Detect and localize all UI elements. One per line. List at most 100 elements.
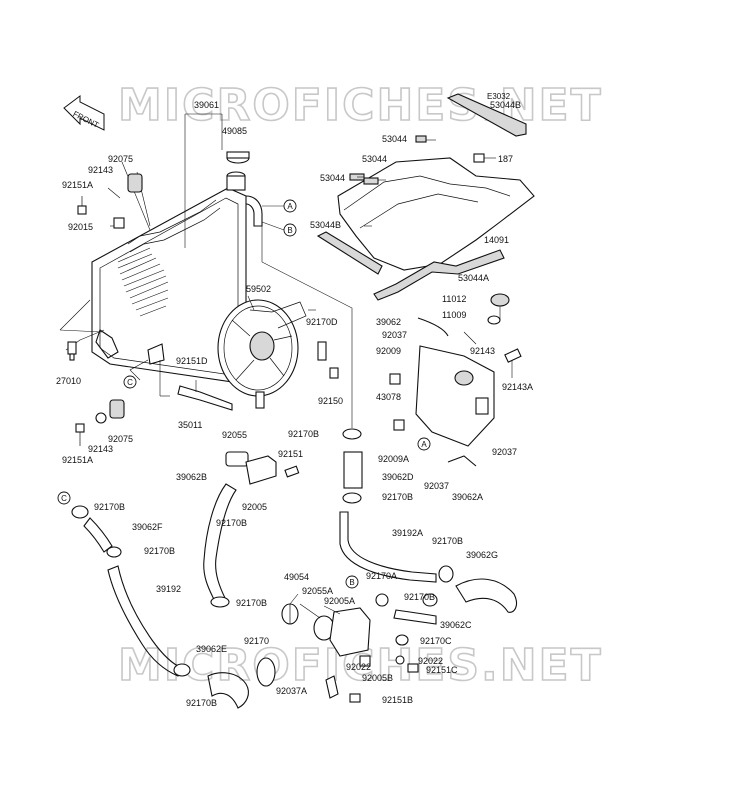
clamp-92170B-b	[342, 492, 362, 504]
label-92075-bottom: 92075	[108, 434, 133, 444]
label-43078: 43078	[376, 392, 401, 402]
label-39062C: 39062C	[440, 620, 472, 630]
hose-39062C	[393, 609, 437, 625]
clamp-92170B-c	[71, 505, 89, 519]
label-92170B-d: 92170B	[144, 546, 175, 556]
clamp-92170B-a	[210, 596, 230, 608]
label-92170C: 92170C	[420, 636, 452, 646]
label-53044-b: 53044	[362, 154, 387, 164]
label-11012: 11012	[442, 294, 466, 304]
pipe-39192	[107, 565, 183, 677]
label-92151A-bottom: 92151A	[62, 455, 93, 465]
label-92037-right: 92037	[492, 447, 517, 457]
callout-a-right: A	[417, 437, 431, 451]
label-92151C: 92151C	[426, 665, 458, 675]
pipe-39192A	[339, 511, 437, 583]
label-92143-top: 92143	[88, 165, 113, 175]
label-39192A: 39192A	[392, 528, 423, 538]
hose-39062D	[343, 451, 363, 489]
label-59502: 59502	[246, 284, 271, 294]
label-92143A: 92143A	[502, 382, 533, 392]
bolt-92143A-icon	[504, 348, 522, 363]
label-92170B-mid: 92170B	[288, 429, 319, 439]
svg-text:A: A	[287, 202, 293, 211]
bracket-92037A	[325, 675, 339, 699]
thermostat-49054	[281, 603, 299, 625]
label-92151A-top: 92151A	[62, 180, 93, 190]
label-53044A: 53044A	[458, 273, 489, 283]
clamp-92170B-e	[173, 663, 191, 677]
label-27010: 27010	[56, 376, 81, 386]
left-inlet-pipe	[95, 329, 119, 359]
label-187: 187	[498, 154, 513, 164]
gasket-92055	[225, 451, 249, 467]
label-92170B-e: 92170B	[236, 598, 267, 608]
figure-code: E3032	[487, 92, 511, 101]
grommet-92075-top-icon	[127, 173, 143, 193]
label-53044-a: 53044	[382, 134, 407, 144]
label-14091: 14091	[484, 235, 509, 245]
hose-39062G	[455, 578, 517, 613]
hose-39062A	[447, 455, 477, 467]
label-39062A: 39062A	[452, 492, 483, 502]
bracket-35011	[177, 385, 233, 411]
fitting-92005B	[359, 655, 371, 667]
label-92055A: 92055A	[302, 586, 333, 596]
gasket-11009	[487, 315, 501, 325]
label-11009: 11009	[442, 310, 466, 320]
svg-text:C: C	[127, 378, 133, 387]
radiator-fins	[117, 247, 169, 317]
cooling-fan	[217, 299, 307, 409]
svg-text:A: A	[421, 440, 427, 449]
label-49054: 49054	[284, 572, 309, 582]
label-92170D: 92170D	[306, 317, 338, 327]
label-92005A: 92005A	[324, 596, 355, 606]
callout-b-bottom: B	[345, 575, 359, 589]
callout-c-left: C	[123, 375, 137, 389]
svg-text:B: B	[349, 578, 354, 587]
label-39061: 39061	[194, 100, 219, 110]
label-39062: 39062	[376, 317, 401, 327]
label-35011: 35011	[178, 420, 202, 430]
label-92170B-f: 92170B	[432, 536, 463, 546]
bolt-187-icon	[473, 153, 485, 163]
collar-92015-icon	[113, 217, 125, 229]
svg-text:B: B	[287, 226, 292, 235]
callout-a-top: A	[283, 199, 297, 213]
clamp-92170	[256, 657, 276, 687]
seal-53044B-top	[446, 93, 527, 137]
bolt-92009A-icon	[393, 419, 405, 431]
label-92037-bottom: 92037	[424, 481, 449, 491]
label-92170B-h: 92170B	[186, 698, 217, 708]
label-53044-c: 53044	[320, 173, 345, 183]
fan-bolt-92170D-icon	[317, 341, 327, 361]
bolt-92151B-icon	[349, 693, 361, 703]
lower-bracket	[147, 343, 165, 365]
label-92022-b: 92022	[418, 656, 443, 666]
washer-92022	[395, 655, 405, 665]
nut-92150-icon	[329, 367, 339, 379]
label-53044B-top: 53044B	[490, 100, 521, 110]
label-39062G: 39062G	[466, 550, 498, 560]
label-92005B: 92005B	[362, 673, 393, 683]
label-39192: 39192	[156, 584, 181, 594]
reservoir-cap-11012	[490, 293, 510, 307]
part-labels: 39061 49085 92075 92143 92151A 92015 270…	[56, 100, 533, 708]
label-39062E: 39062E	[196, 644, 227, 654]
grommet-92075-bottom-icon	[109, 399, 125, 419]
label-92055: 92055	[222, 430, 247, 440]
clamp-92170B-g	[422, 593, 438, 607]
label-92170B-b: 92170B	[382, 492, 413, 502]
label-92075-top: 92075	[108, 154, 133, 164]
label-39062B: 39062B	[176, 472, 207, 482]
shroud-14091	[337, 157, 535, 271]
label-92170B-c: 92170B	[94, 502, 125, 512]
label-92170A: 92170A	[366, 571, 397, 581]
fitting-92005	[245, 455, 277, 485]
label-92009A: 92009A	[378, 454, 409, 464]
filler-neck	[226, 171, 246, 191]
clamp-92170B-mid	[342, 428, 362, 440]
bolt-92151-icon	[284, 465, 300, 478]
label-92037A: 92037A	[276, 686, 307, 696]
